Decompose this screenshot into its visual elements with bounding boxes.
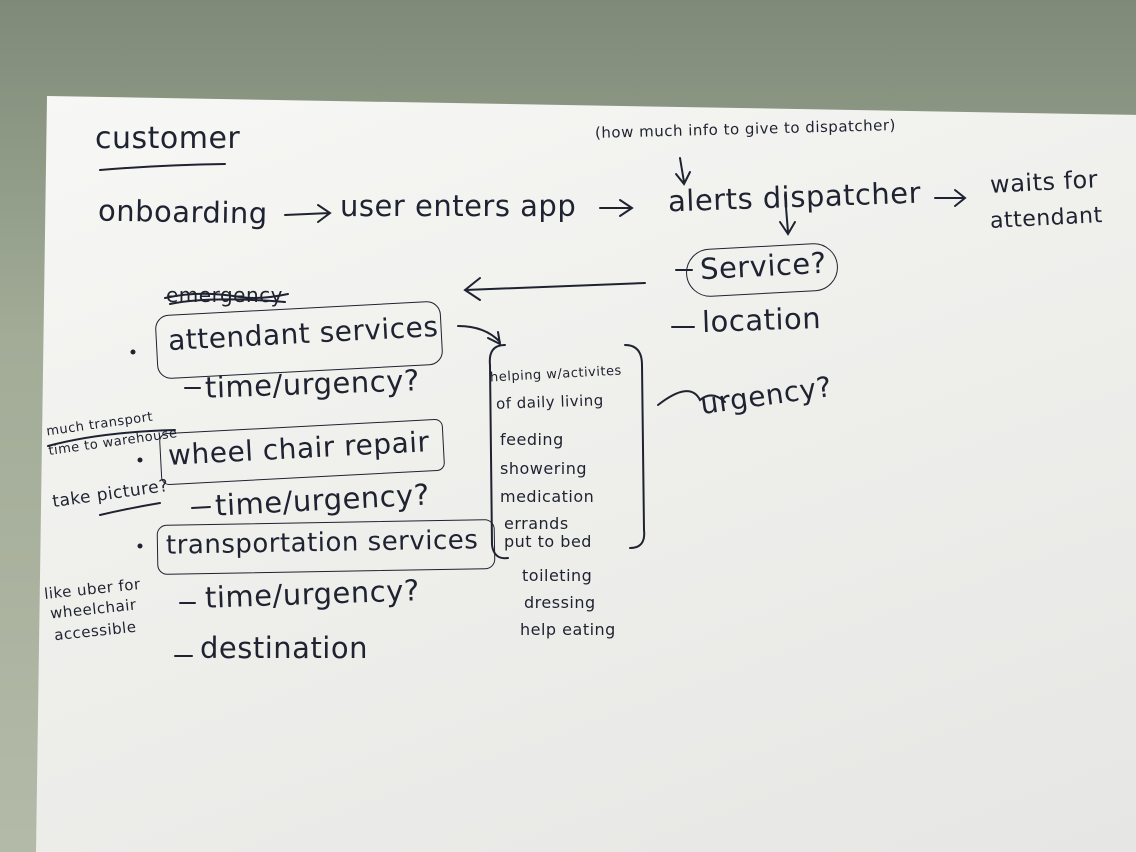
flow-step-waits-line2: attendant — [989, 203, 1104, 234]
down-arrow-note — [675, 157, 691, 186]
strike-wheelchair-note — [47, 429, 176, 447]
adl-item-put-to-bed: put to bed — [504, 532, 592, 551]
down-arrow-dispatcher — [779, 194, 796, 236]
transportation-services-label: transportation services — [165, 525, 479, 561]
crossed-out-emergency: emergency — [166, 283, 283, 307]
adl-item-errands: errands — [504, 514, 569, 533]
adl-extra-toileting: toileting — [522, 566, 593, 585]
strike-emergency — [164, 292, 289, 305]
adl-item-showering: showering — [500, 459, 588, 478]
bracket-adl-left — [488, 344, 509, 560]
transport-time-urgency: time/urgency? — [204, 573, 421, 615]
adl-item-feeding: feeding — [500, 430, 564, 449]
bullet-transport — [137, 543, 143, 549]
paper-sheet — [36, 96, 1136, 852]
flow-step-user-enters-app: user enters app — [340, 189, 577, 223]
bracket-adl-right — [624, 344, 646, 549]
adl-item-medication: medication — [500, 487, 595, 506]
arrow-left-to-services — [463, 277, 646, 301]
dispatcher-item-location: location — [701, 300, 822, 340]
dash-wheelchair — [191, 506, 211, 509]
flow-step-alerts-dispatcher: alerts dispatcher — [667, 175, 922, 219]
arrow-2 — [599, 199, 634, 217]
adl-heading-line2: of daily living — [495, 391, 605, 413]
flow-step-onboarding: onboarding — [97, 193, 269, 231]
arrow-1 — [284, 204, 332, 223]
title-underline — [99, 163, 226, 171]
flow-step-waits-line1: waits for — [989, 165, 1099, 199]
bullet-wheelchair — [137, 457, 143, 463]
underline-take-picture — [99, 502, 161, 516]
scribble-urgency — [657, 390, 726, 406]
bullet-attendant — [130, 349, 136, 355]
attendant-time-urgency: time/urgency? — [204, 363, 421, 405]
dispatcher-item-service: Service? — [699, 245, 828, 287]
adl-extra-dressing: dressing — [524, 593, 596, 612]
transport-destination: destination — [200, 631, 368, 665]
page-title: customer — [95, 121, 241, 156]
arrow-to-adl — [457, 325, 502, 346]
arrow-3 — [934, 189, 967, 207]
adl-extra-help-eating: help eating — [520, 620, 616, 639]
